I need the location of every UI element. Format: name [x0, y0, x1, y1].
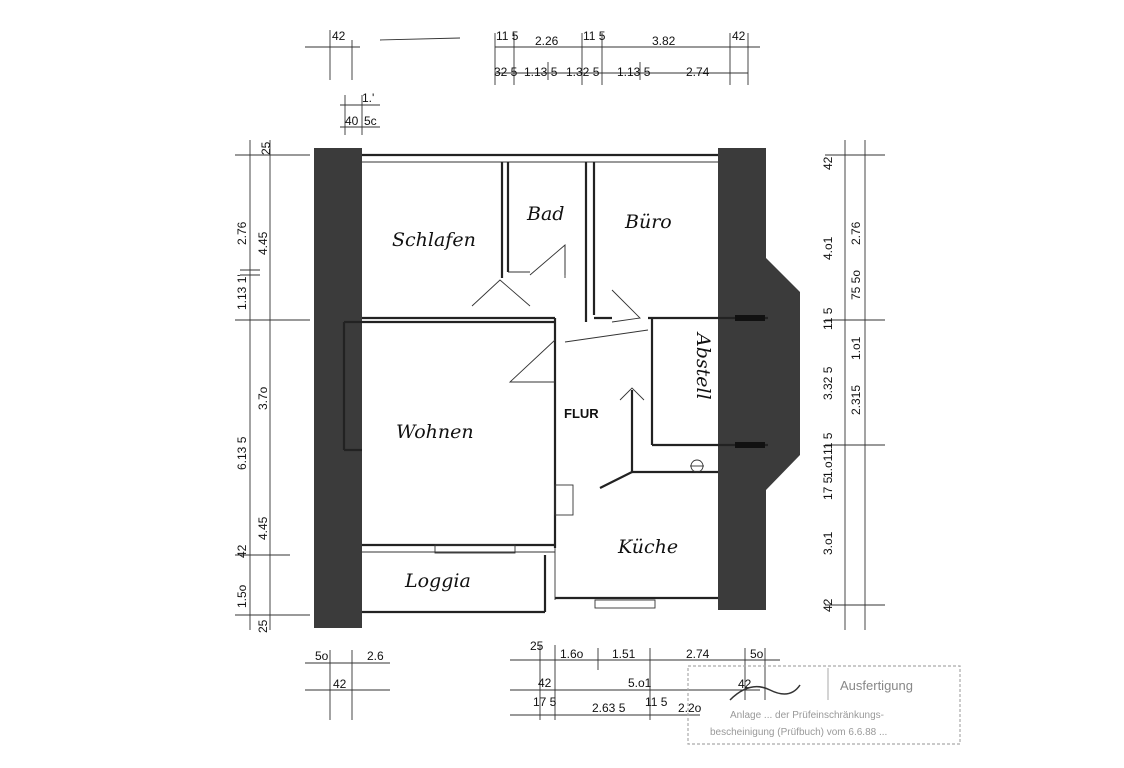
right-dim-1-o1-a: 1.o1 — [849, 336, 863, 360]
exterior-walls — [314, 148, 800, 628]
room-label-flur: FLUR — [564, 406, 599, 421]
top-dim-40: 40 — [345, 114, 359, 128]
top-dimensions: 42 11 5 2.26 11 5 3.82 42 32 5 1.13 5 1.… — [305, 29, 760, 135]
top-dim-32-5: 32 5 — [494, 65, 518, 79]
bottom-dim-2-6: 2.6 — [367, 649, 384, 663]
room-label-buero: Büro — [624, 211, 672, 233]
bottom-dim-2-2o: 2.2o — [678, 701, 702, 715]
right-dim-3-o1: 3.o1 — [821, 531, 835, 555]
stamp-line-1: Anlage ... der Prüfeinschränkungs- — [730, 710, 884, 721]
left-dim-3-7o: 3.7o — [256, 386, 270, 410]
left-dimensions: 25 2.76 1.13 1' 4.45 3.7o 6.13 5 4.45 42… — [235, 140, 310, 633]
signature-mark — [729, 684, 801, 701]
left-dim-1-5o: 1.5o — [235, 584, 249, 608]
left-dim-42: 42 — [235, 544, 249, 558]
bottom-dim-1-6o: 1.6o — [560, 647, 584, 661]
left-dim-25-top: 25 — [259, 141, 273, 155]
bottom-dim-5o-right: 5o — [750, 647, 764, 661]
stamp-title: Ausfertigung — [840, 678, 913, 693]
bottom-dim-2-63-5: 2.63 5 — [592, 701, 626, 715]
left-dim-2-76: 2.76 — [235, 221, 249, 245]
top-dim-1-32-5: 1.32 5 — [566, 65, 600, 79]
room-label-bad: Bad — [526, 203, 564, 225]
right-dim-2-76: 2.76 — [849, 221, 863, 245]
right-dim-42-top: 42 — [821, 156, 835, 170]
left-dim-4-45-bottom: 4.45 — [256, 516, 270, 540]
right-dim-75-5o: 75 5o — [849, 270, 863, 300]
bottom-dim-1-51: 1.51 — [612, 647, 636, 661]
top-dim-11-5-a: 11 5 — [496, 29, 519, 43]
left-dim-6-13-5: 6.13 5 — [235, 436, 249, 470]
left-dim-1-13: 1.13 1' — [235, 274, 249, 310]
right-dim-11-5-a: 11 5 — [821, 307, 835, 330]
top-dim-5c: 5c — [364, 114, 377, 128]
right-dim-3-32-5: 3.32 5 — [821, 366, 835, 400]
top-dim-2-26: 2.26 — [535, 34, 559, 48]
right-dim-1-o1-b: 1.o1 — [821, 454, 835, 478]
bottom-dim-17-5: 17 5 — [533, 695, 557, 709]
approval-stamp: Ausfertigung Anlage ... der Prüfeinschrä… — [687, 665, 961, 745]
top-dim-3-82: 3.82 — [652, 34, 676, 48]
door-swings — [471, 244, 704, 516]
right-dim-4-o1: 4.o1 — [821, 236, 835, 260]
top-dim-42-right: 42 — [732, 29, 746, 43]
room-label-loggia: Loggia — [404, 570, 471, 592]
stamp-line-2: bescheinigung (Prüfbuch) vom 6.6.88 ... — [710, 727, 887, 738]
top-dim-small-1: 1.' — [362, 91, 374, 105]
left-dim-25-bottom: 25 — [256, 619, 270, 633]
bottom-dim-11-5: 11 5 — [645, 695, 668, 709]
room-label-kueche: Küche — [617, 536, 678, 558]
right-dim-42-bottom: 42 — [821, 598, 835, 612]
bottom-dim-5o-left: 5o — [315, 649, 329, 663]
bottom-dim-5-o1: 5.o1 — [628, 676, 652, 690]
abstell-markers — [735, 315, 765, 448]
right-dimensions: 42 4.o1 2.76 75 5o 11 5 1.o1 3.32 5 2.31… — [821, 140, 885, 630]
top-dim-11-5-b: 11 5 — [583, 29, 606, 43]
room-label-schlafen: Schlafen — [392, 229, 476, 251]
bottom-dim-25: 25 — [530, 639, 544, 653]
bottom-dim-42-left: 42 — [333, 677, 347, 691]
bottom-dimensions: 5o 2.6 42 25 1.6o 1.51 2.74 5o 42 5.o1 1… — [305, 639, 780, 720]
left-dim-4-45-top: 4.45 — [256, 231, 270, 255]
bottom-dim-42: 42 — [538, 676, 552, 690]
right-dim-11-5-b: 11 5 — [821, 432, 835, 455]
bottom-dim-2-74: 2.74 — [686, 647, 710, 661]
right-dim-17-5: 17 5 — [821, 476, 835, 500]
top-dim-2-74: 2.74 — [686, 65, 710, 79]
right-dim-2-315: 2.315 — [849, 385, 863, 415]
top-dim-42-left: 42 — [332, 29, 346, 43]
room-label-abstell: Abstell — [692, 331, 714, 400]
top-dim-1-13-5-b: 1.13 5 — [617, 65, 651, 79]
room-label-wohnen: Wohnen — [396, 421, 474, 443]
top-dim-1-13-5-a: 1.13 5 — [524, 65, 558, 79]
